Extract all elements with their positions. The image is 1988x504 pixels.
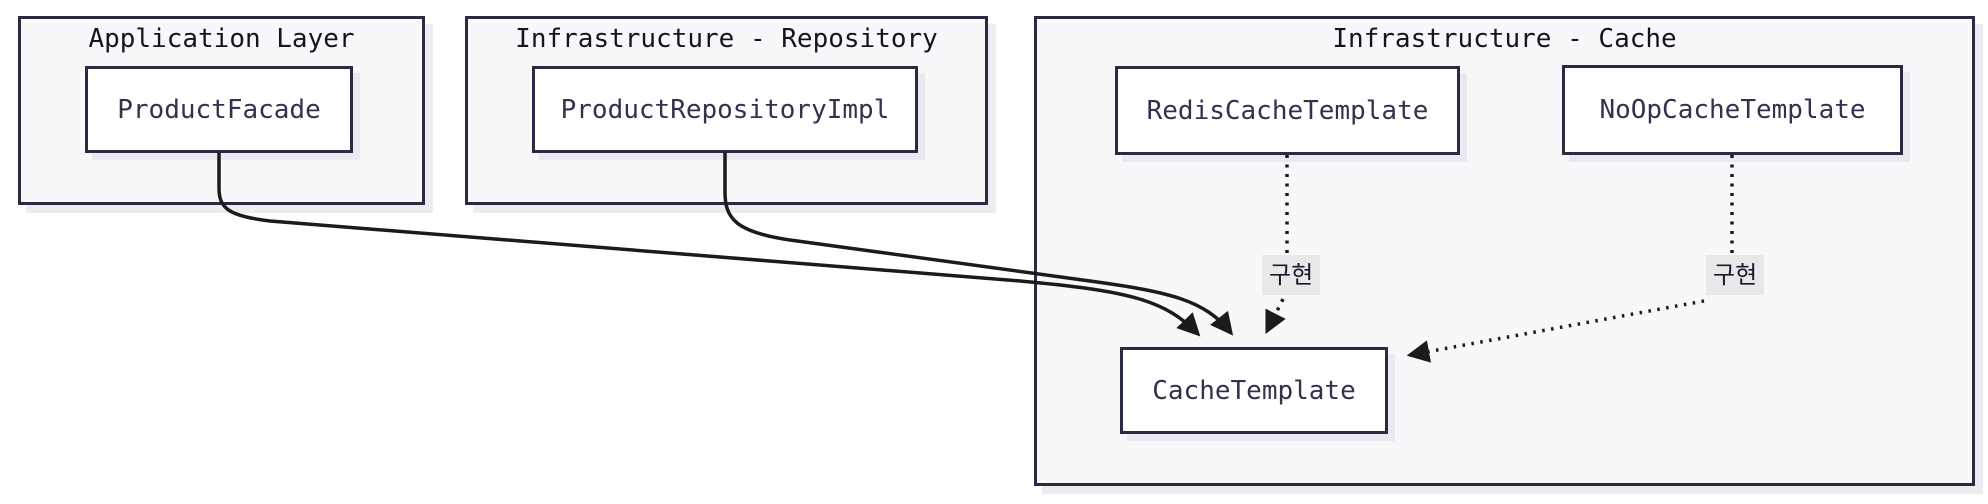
- node-label-redis-cache-template: RedisCacheTemplate: [1146, 95, 1429, 126]
- edge-label-implements-noop: 구현: [1706, 255, 1765, 295]
- group-title-application-layer: Application Layer: [88, 24, 355, 54]
- group-title-infrastructure-repository: Infrastructure - Repository: [515, 24, 938, 54]
- node-product-facade: ProductFacade: [85, 66, 353, 153]
- node-label-product-repository-impl: ProductRepositoryImpl: [560, 94, 890, 125]
- node-noop-cache-template: NoOpCacheTemplate: [1562, 65, 1903, 155]
- node-redis-cache-template: RedisCacheTemplate: [1115, 66, 1460, 155]
- group-title-infrastructure-cache: Infrastructure - Cache: [1332, 24, 1677, 54]
- node-label-cache-template: CacheTemplate: [1152, 375, 1356, 406]
- node-cache-template: CacheTemplate: [1120, 347, 1388, 434]
- node-product-repository-impl: ProductRepositoryImpl: [532, 66, 918, 153]
- node-label-noop-cache-template: NoOpCacheTemplate: [1599, 95, 1866, 125]
- edge-label-implements-redis: 구현: [1262, 255, 1321, 295]
- node-label-product-facade: ProductFacade: [117, 94, 321, 125]
